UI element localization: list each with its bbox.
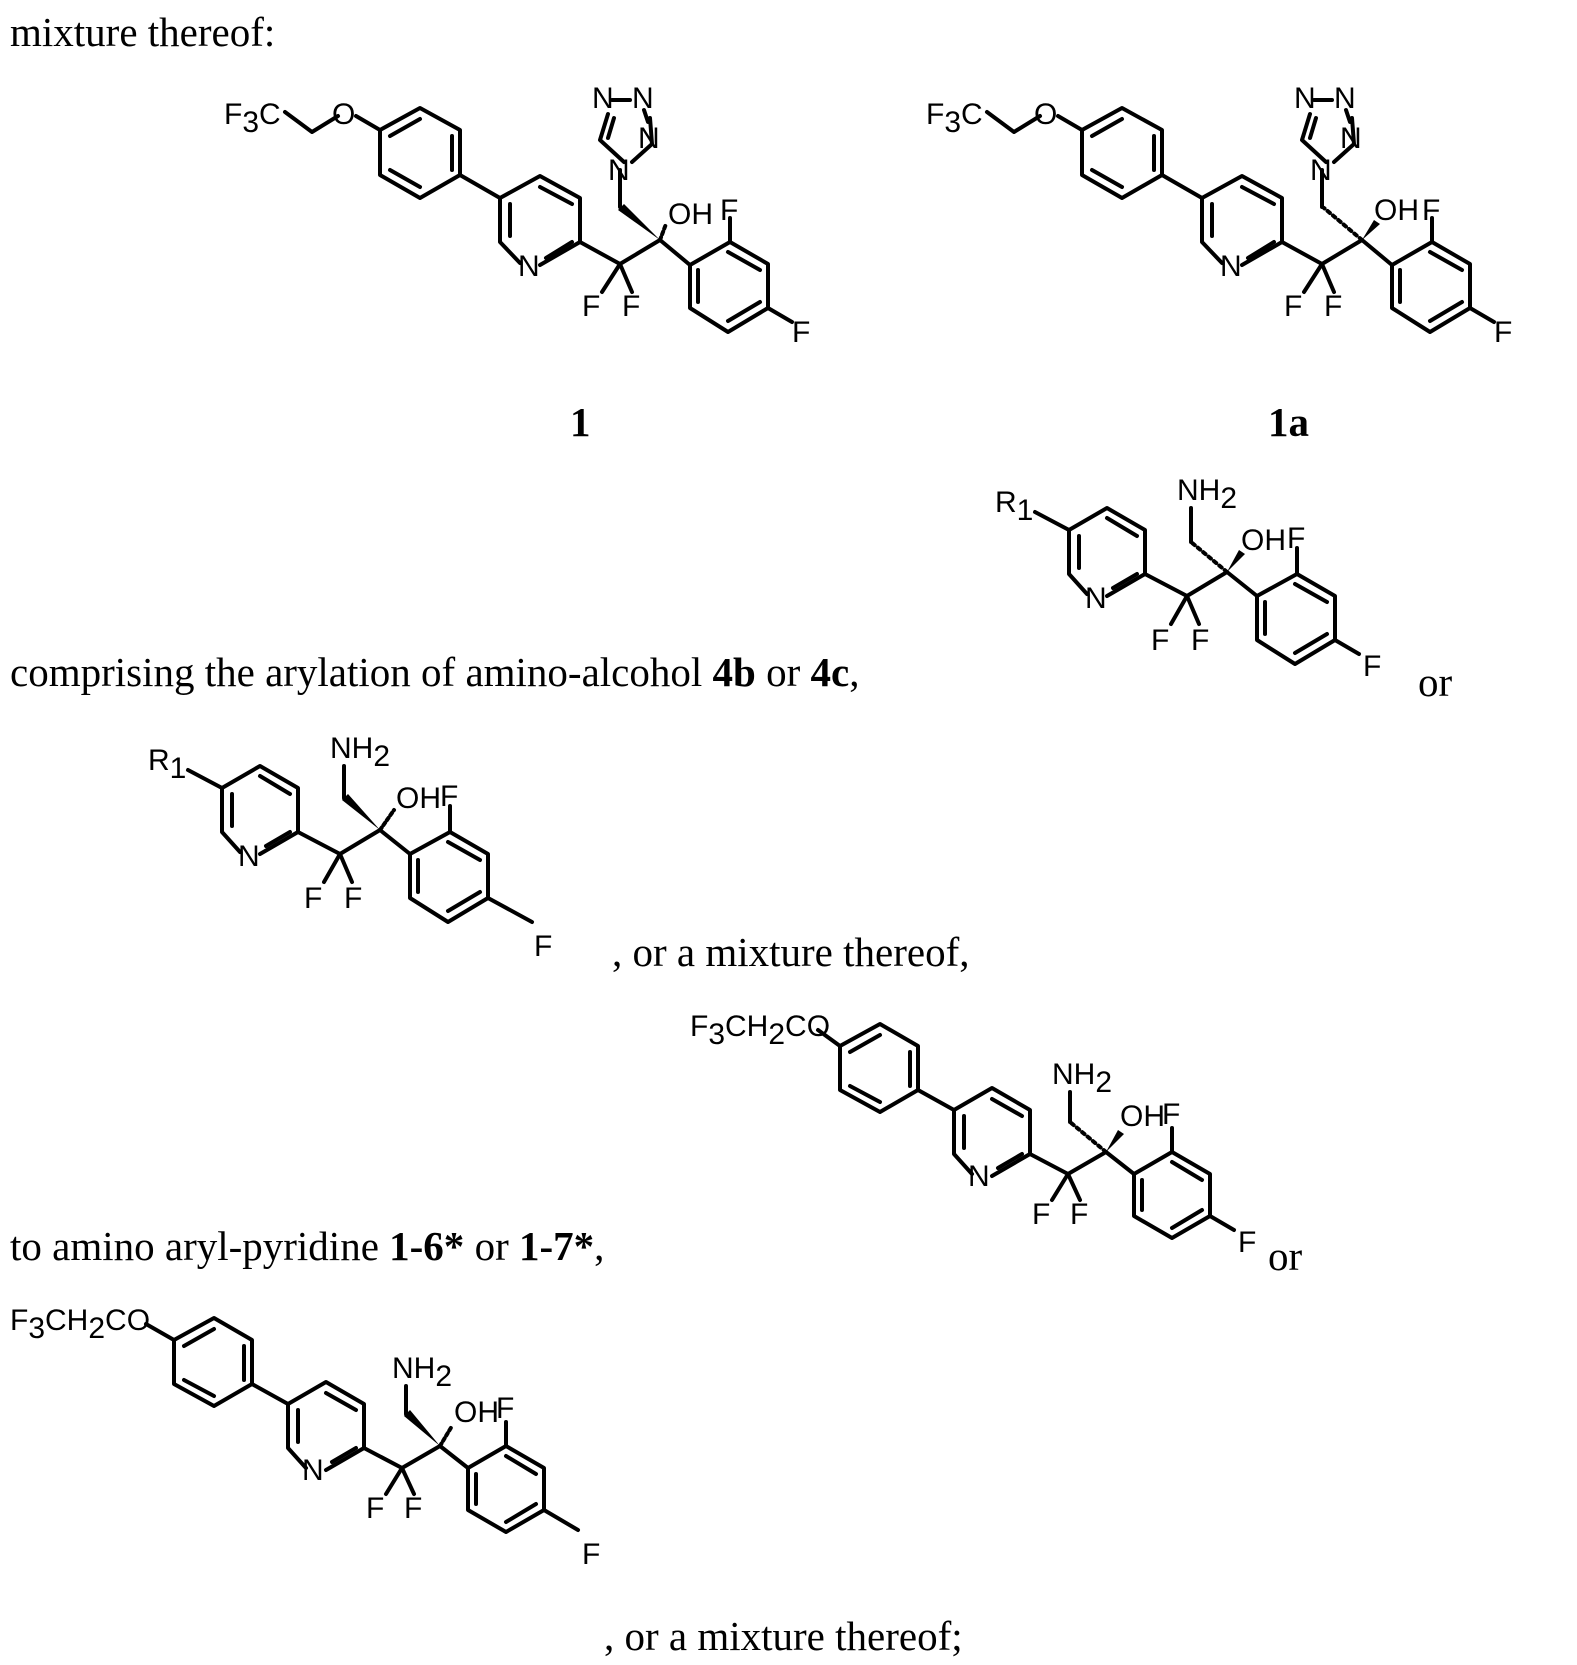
structure-compound-1: F3C O N F F N N N N: [220, 80, 840, 380]
compound-ref-4b: 4b: [713, 649, 756, 695]
atom-label: OH: [1241, 524, 1286, 557]
atom-label: F: [1284, 290, 1302, 323]
text-fragment: comprising the arylation of amino-alcoho…: [10, 649, 713, 695]
atom-label: N: [1340, 122, 1362, 155]
atom-label: NH2: [1177, 474, 1237, 515]
atom-label: N: [638, 122, 660, 155]
atom-label: F: [792, 316, 810, 349]
atom-label: N: [302, 1454, 324, 1487]
atom-label: OH: [1120, 1100, 1165, 1133]
atom-label: F: [404, 1492, 422, 1525]
structure-compound-1a: F3C O N F F N N N N OH: [922, 80, 1542, 380]
atom-label: OH: [454, 1396, 499, 1429]
atom-label: F: [1151, 624, 1169, 657]
atom-label: F: [304, 882, 322, 915]
atom-label: O: [1034, 98, 1057, 131]
atom-label: F: [1363, 650, 1381, 683]
atom-label: F: [1287, 522, 1305, 555]
atom-label: F: [1191, 624, 1209, 657]
atom-label: NH2: [392, 1352, 452, 1393]
atom-label: F3C: [926, 98, 983, 139]
compound-ref-1-6: 1-6*: [389, 1223, 464, 1269]
atom-label: F: [1032, 1198, 1050, 1231]
text-or-2: or: [1268, 1236, 1302, 1277]
atom-label: N: [592, 82, 614, 115]
atom-label: F: [344, 882, 362, 915]
text-mixture-thereof-comma: , or a mixture thereof,: [612, 932, 969, 973]
atom-label: F3C: [224, 98, 281, 139]
text-fragment: or: [756, 649, 811, 695]
structure-amino-aryl-pyridine-1-6: F3CH2CO N F F NH2 OH F F: [690, 1002, 1310, 1282]
atom-label: N: [238, 840, 260, 873]
atom-label: R1: [995, 486, 1033, 527]
atom-label: NH2: [330, 732, 390, 773]
atom-label: OH: [1374, 194, 1419, 227]
atom-label: F: [496, 1392, 514, 1425]
text-amino-aryl-pyridine-line: to amino aryl-pyridine 1-6* or 1-7*,: [10, 1226, 604, 1267]
structure-amino-alcohol-4b: R1 N F F NH2 OH F F: [995, 478, 1465, 718]
atom-label: F3CH2CO: [10, 1304, 150, 1345]
atom-label: F: [1422, 194, 1440, 227]
atom-label: N: [968, 1160, 990, 1193]
atom-label: R1: [148, 744, 186, 785]
atom-label: F: [1494, 316, 1512, 349]
compound-ref-1-7: 1-7*: [519, 1223, 594, 1269]
atom-label: F: [1070, 1198, 1088, 1231]
text-mixture-thereof-semicolon: , or a mixture thereof;: [604, 1616, 963, 1657]
atom-label: F: [1238, 1226, 1256, 1259]
atom-label: F: [582, 1538, 600, 1571]
text-mixture-thereof: mixture thereof:: [10, 12, 275, 53]
atom-label: O: [332, 98, 355, 131]
atom-label: F: [1324, 290, 1342, 323]
compound-ref-4c: 4c: [810, 649, 849, 695]
text-or-1: or: [1418, 662, 1452, 703]
atom-label: F: [366, 1492, 384, 1525]
text-fragment: or: [464, 1223, 519, 1269]
atom-label: OH: [668, 198, 713, 231]
text-arylation-line: comprising the arylation of amino-alcoho…: [10, 652, 859, 693]
atom-label: N: [518, 250, 540, 283]
atom-label: F: [1162, 1098, 1180, 1131]
atom-label: N: [1220, 250, 1242, 283]
atom-label: NH2: [1052, 1058, 1112, 1099]
atom-label: F: [440, 780, 458, 813]
atom-label: F: [534, 930, 552, 963]
atom-label: N: [1294, 82, 1316, 115]
compound-label-1a: 1a: [1268, 402, 1309, 443]
atom-label: F3CH2CO: [690, 1010, 830, 1051]
structure-amino-alcohol-4c: R1 N F F NH2 OH F F: [148, 736, 618, 976]
structure-amino-aryl-pyridine-1-7: F3CH2CO N F F NH2 OH F F: [10, 1296, 630, 1586]
atom-label: F: [720, 194, 738, 227]
text-fragment: ,: [594, 1223, 604, 1269]
compound-label-1: 1: [570, 402, 591, 443]
atom-label: OH: [396, 782, 441, 815]
text-fragment: to amino aryl-pyridine: [10, 1223, 389, 1269]
atom-label: N: [1085, 582, 1107, 615]
atom-label: F: [622, 290, 640, 323]
text-fragment: ,: [849, 649, 859, 695]
atom-label: F: [582, 290, 600, 323]
